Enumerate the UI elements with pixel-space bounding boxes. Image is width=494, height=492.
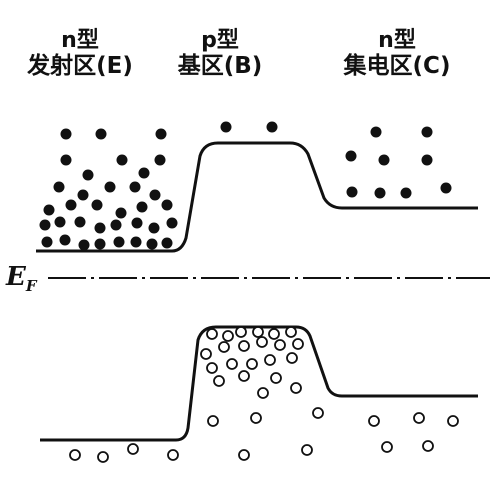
electron	[155, 128, 167, 140]
emitter-name: 发射区(E)	[27, 53, 133, 80]
fermi-subscript: F	[25, 277, 37, 296]
hole-group	[69, 326, 459, 463]
electron	[370, 126, 382, 138]
hole	[167, 449, 179, 461]
hole	[422, 440, 434, 452]
hole	[447, 415, 459, 427]
electron	[113, 236, 125, 248]
electron	[74, 216, 86, 228]
hole	[286, 352, 298, 364]
electron	[345, 150, 357, 162]
electron	[148, 222, 160, 234]
hole	[218, 341, 230, 353]
electron	[149, 189, 161, 201]
hole	[69, 449, 81, 461]
electron	[104, 181, 116, 193]
electron	[138, 167, 150, 179]
electron	[110, 219, 122, 231]
hole	[213, 375, 225, 387]
hole	[274, 339, 286, 351]
base-label: p型 基区(B)	[160, 28, 280, 80]
electron	[131, 217, 143, 229]
electron	[421, 126, 433, 138]
emitter-label: n型 发射区(E)	[10, 28, 150, 80]
electron	[378, 154, 390, 166]
hole	[252, 326, 264, 338]
electron	[60, 154, 72, 166]
electron	[266, 121, 278, 133]
electron	[43, 204, 55, 216]
conduction-band-edge	[36, 141, 478, 253]
electron	[346, 186, 358, 198]
hole	[264, 354, 276, 366]
electron	[78, 239, 90, 251]
electron	[82, 169, 94, 181]
fermi-symbol: E	[6, 262, 26, 292]
electron	[374, 187, 386, 199]
electron	[115, 207, 127, 219]
electron	[166, 217, 178, 229]
hole	[270, 372, 282, 384]
hole	[285, 326, 297, 338]
electron	[59, 234, 71, 246]
hole	[97, 451, 109, 463]
hole	[238, 370, 250, 382]
hole	[222, 330, 234, 342]
emitter-type: n型	[61, 28, 99, 53]
electron	[39, 219, 51, 231]
hole	[206, 362, 218, 374]
electron	[421, 154, 433, 166]
hole	[200, 348, 212, 360]
electron	[41, 236, 53, 248]
hole	[257, 387, 269, 399]
electron-group	[39, 121, 452, 251]
fermi-level-label: EF	[6, 262, 36, 295]
hole	[238, 449, 250, 461]
hole	[206, 328, 218, 340]
electron	[60, 128, 72, 140]
hole	[238, 340, 250, 352]
collector-name: 集电区(C)	[343, 53, 451, 80]
electron	[220, 121, 232, 133]
electron	[95, 128, 107, 140]
collector-type: n型	[378, 28, 416, 53]
base-type: p型	[201, 28, 239, 53]
electron	[129, 181, 141, 193]
hole	[312, 407, 324, 419]
hole	[127, 443, 139, 455]
base-name: 基区(B)	[177, 53, 263, 80]
hole	[235, 326, 247, 338]
electron	[91, 199, 103, 211]
electron	[136, 201, 148, 213]
electron	[94, 238, 106, 250]
electron	[65, 199, 77, 211]
electron	[161, 199, 173, 211]
hole	[226, 358, 238, 370]
electron	[116, 154, 128, 166]
electron	[54, 216, 66, 228]
hole	[301, 444, 313, 456]
hole	[268, 328, 280, 340]
electron	[77, 189, 89, 201]
electron	[440, 182, 452, 194]
electron	[94, 222, 106, 234]
electron	[400, 187, 412, 199]
electron	[53, 181, 65, 193]
hole	[207, 415, 219, 427]
hole	[381, 441, 393, 453]
electron	[154, 154, 166, 166]
hole	[290, 382, 302, 394]
hole	[246, 358, 258, 370]
hole	[256, 336, 268, 348]
electron	[130, 236, 142, 248]
hole	[292, 338, 304, 350]
hole	[250, 412, 262, 424]
collector-label: n型 集电区(C)	[322, 28, 472, 80]
hole	[413, 412, 425, 424]
hole	[368, 415, 380, 427]
electron	[161, 237, 173, 249]
electron	[146, 238, 158, 250]
